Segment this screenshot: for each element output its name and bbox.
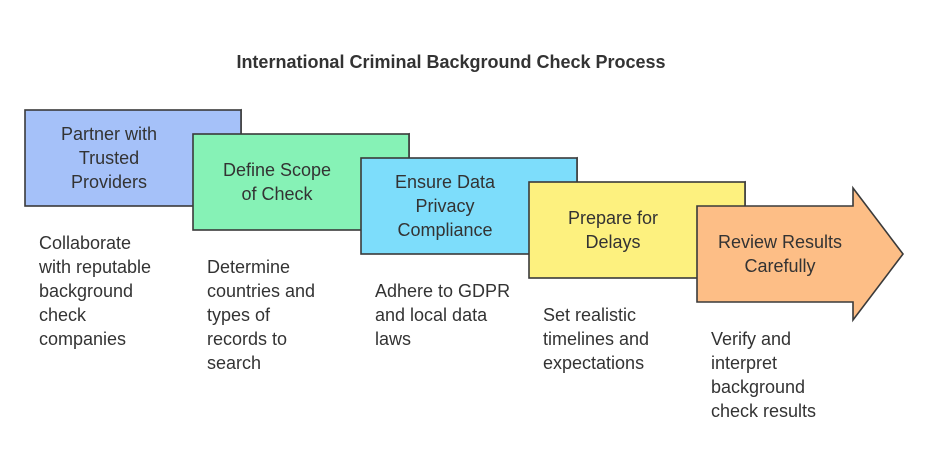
diagram-title: International Criminal Background Check … [236, 52, 665, 72]
step-5-arrow [696, 185, 905, 323]
